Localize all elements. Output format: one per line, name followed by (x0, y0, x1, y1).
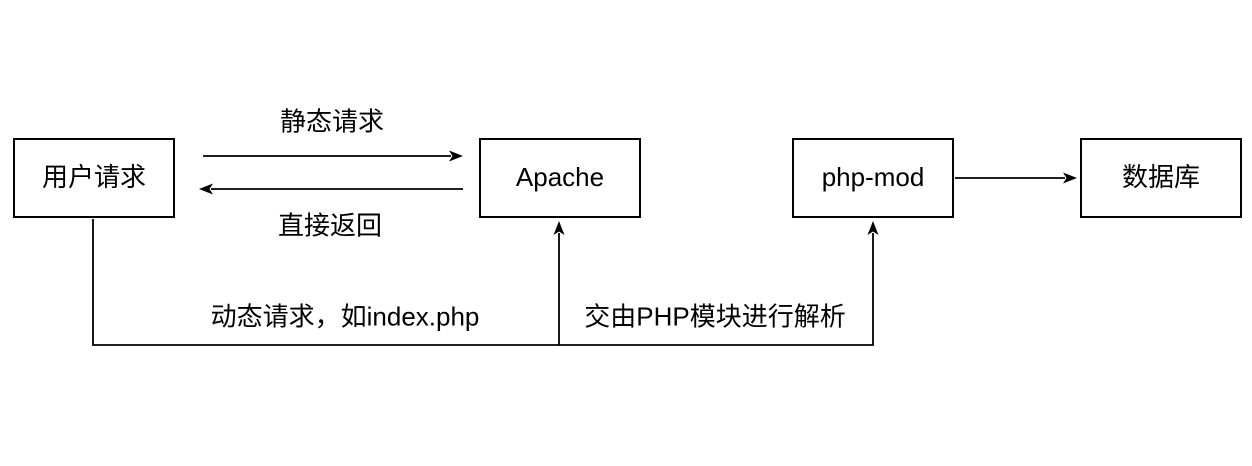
edge-direct-return (199, 183, 463, 195)
edge-label-php-parse: 交由PHP模块进行解析 (582, 301, 848, 333)
edge-php-to-database (955, 172, 1077, 184)
edge-static-request (203, 150, 463, 162)
edge-php-parse (559, 221, 879, 346)
edge-label-direct-return: 直接返回 (275, 210, 385, 242)
node-php-mod-label: php-mod (821, 162, 925, 193)
node-apache-label: Apache (515, 162, 605, 193)
node-database-label: 数据库 (1121, 162, 1200, 193)
edge-label-static-request: 静态请求 (277, 106, 387, 138)
edge-label-dynamic-request: 动态请求，如index.php (208, 301, 482, 333)
node-php-mod: php-mod (792, 138, 954, 218)
node-user-request-label: 用户请求 (41, 162, 146, 193)
node-user-request: 用户请求 (13, 138, 175, 218)
node-database: 数据库 (1080, 138, 1242, 218)
node-apache: Apache (479, 138, 641, 218)
edge-dynamic-request (92, 219, 565, 346)
